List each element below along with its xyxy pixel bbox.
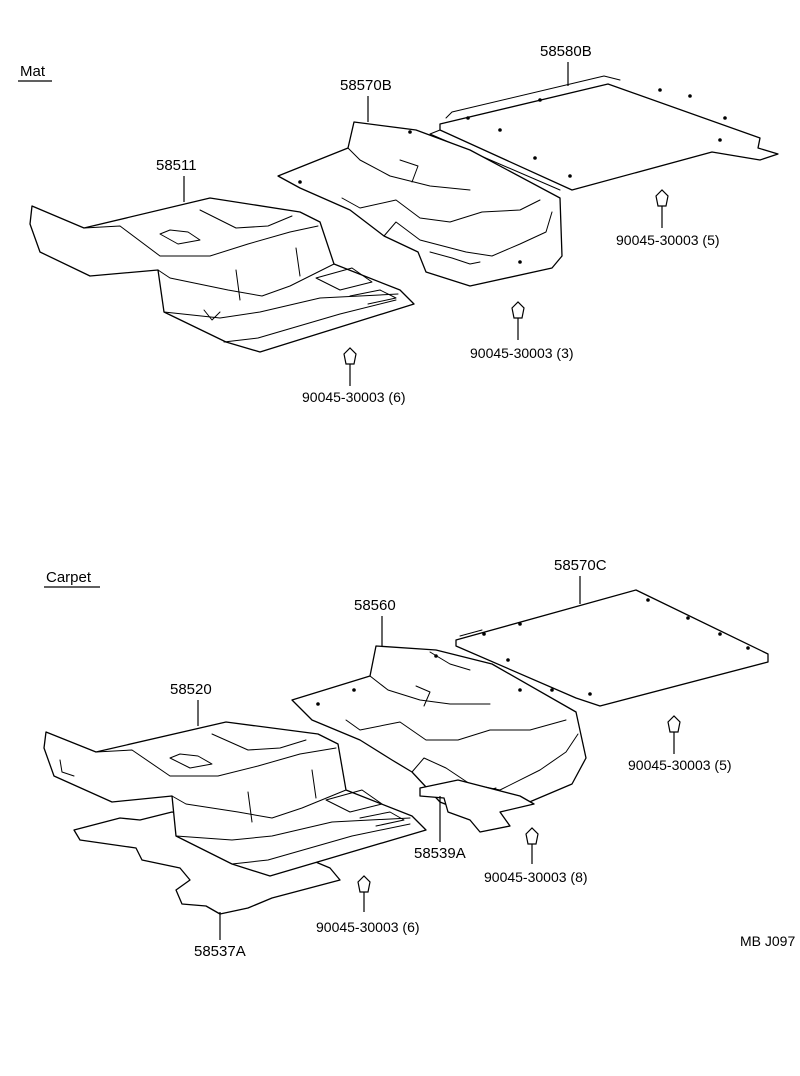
diagram-code: MB J097 [740,933,795,949]
label-58539A: 58539A [414,845,466,862]
label-58570C: 58570C [554,557,607,574]
fastener-label-mat-front: 90045-30003 (6) [302,389,406,405]
fastener-label-mat-center: 90045-30003 (3) [470,345,574,361]
label-58520: 58520 [170,681,212,698]
fastener-label-carpet-front: 90045-30003 (6) [316,919,420,935]
clip-icon [525,827,539,864]
fastener-label-carpet-rear: 90045-30003 (5) [628,757,732,773]
section-label-mat: Mat [20,63,46,80]
fastener-label-mat-rear: 90045-30003 (5) [616,232,720,248]
part-58520-front-carpet[interactable] [43,721,427,877]
part-58580B-rear-mat[interactable] [429,75,779,191]
label-58560: 58560 [354,597,396,614]
part-58560-middle-carpet[interactable] [291,645,587,815]
label-58580B: 58580B [540,43,592,60]
clip-icon [357,875,371,912]
clip-icon [667,715,681,754]
label-58537A: 58537A [194,943,246,960]
clip-icon [511,301,525,340]
part-58570B-middle-mat[interactable] [277,121,563,287]
part-58511-front-mat[interactable] [29,197,415,353]
part-58570C-rear-carpet[interactable] [455,589,769,707]
clip-icon [655,189,669,228]
label-58511: 58511 [156,157,197,174]
label-58570B: 58570B [340,77,392,94]
clip-icon [343,347,357,386]
fastener-label-carpet-center: 90045-30003 (8) [484,869,588,885]
section-label-carpet: Carpet [46,569,92,586]
